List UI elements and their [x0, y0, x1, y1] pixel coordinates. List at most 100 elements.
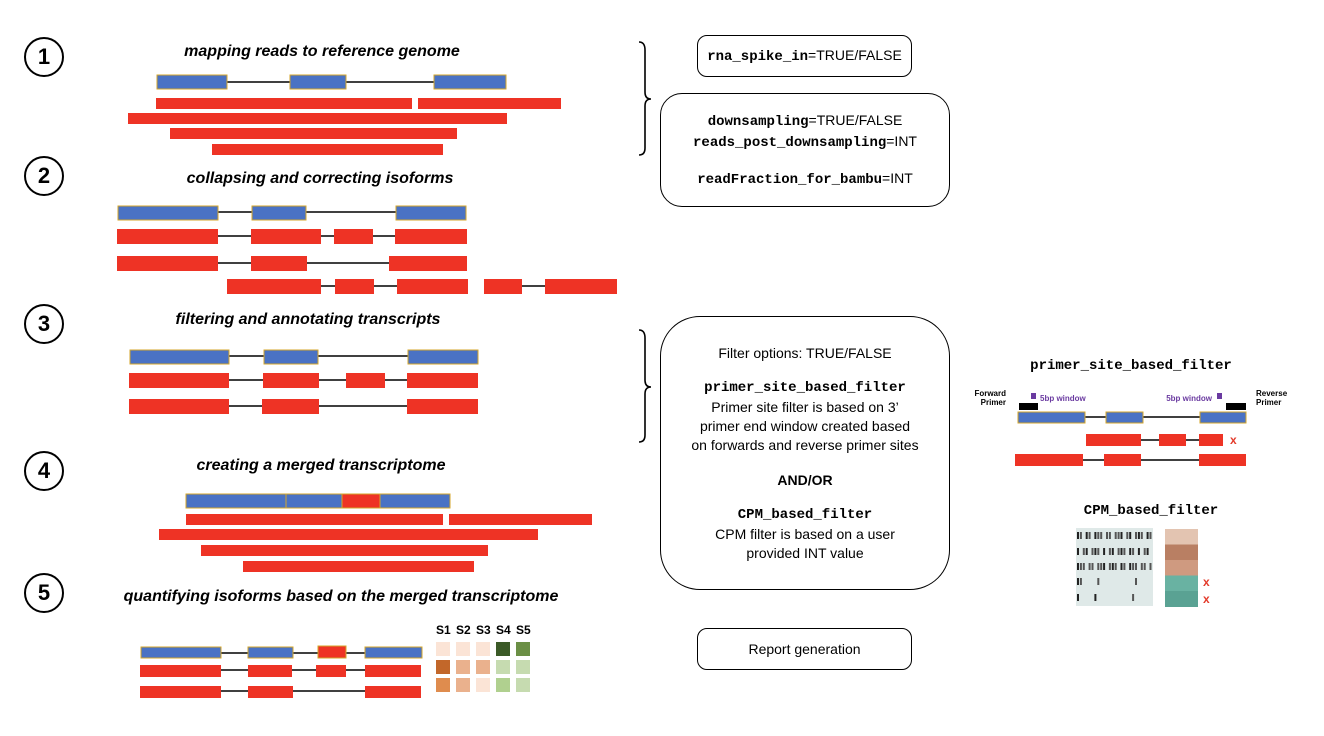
- step-5-title: quantifying isoforms based on the merged…: [123, 588, 559, 605]
- exon-block: [117, 205, 219, 221]
- read-block: [251, 229, 321, 244]
- exon-block: [140, 646, 222, 659]
- read-count-bar: [1114, 563, 1117, 570]
- read-count-bar: [1149, 532, 1152, 539]
- read-count-bar: [1088, 532, 1091, 539]
- window-right-label: 5bp window: [1166, 394, 1212, 403]
- exon-block: [289, 74, 347, 90]
- heat-cell: [516, 642, 530, 656]
- exon-block: [379, 493, 451, 509]
- exon-block: [1105, 411, 1144, 424]
- step-1-title: mapping reads to reference genome: [184, 43, 460, 60]
- read-block: [407, 399, 478, 414]
- param-name: rna_spike_in: [707, 48, 809, 65]
- heat-cell: [496, 678, 510, 692]
- read-count-bar: [1132, 594, 1135, 601]
- read-count-bar: [1079, 563, 1082, 570]
- read-count-bar: [1132, 548, 1135, 555]
- exon-block: [156, 74, 228, 90]
- param-name: readFraction_for_bambu: [697, 171, 883, 188]
- read-count-bar: [1117, 548, 1120, 555]
- read-count-bar: [1120, 563, 1123, 570]
- read-block: [1199, 454, 1246, 466]
- quant-heatmap: [436, 642, 530, 692]
- read-count-bar: [1097, 532, 1100, 539]
- sample-label: S5: [516, 623, 531, 637]
- brace-upper: [638, 41, 652, 156]
- read-block: [263, 373, 319, 388]
- read-count-bar: [1111, 563, 1114, 570]
- read-count-bar: [1100, 532, 1103, 539]
- read-block: [186, 514, 443, 525]
- read-block: [397, 279, 468, 294]
- read-count-bar: [1120, 532, 1123, 539]
- exon-block: [263, 349, 319, 365]
- read-count-bar: [1097, 563, 1100, 570]
- exon-block: [395, 205, 467, 221]
- exon-block: [251, 205, 307, 221]
- read-count-bar: [1140, 563, 1143, 570]
- step-3-number: 3: [24, 304, 64, 344]
- read-count-bar: [1100, 563, 1103, 570]
- read-count-bar: [1077, 578, 1079, 585]
- read-block: [1199, 434, 1223, 446]
- read-count-bar: [1094, 532, 1097, 539]
- brace-lower: [638, 329, 652, 443]
- read-block: [227, 279, 321, 294]
- cpm-desc-line: provided INT value: [746, 544, 864, 561]
- exon-block: [247, 646, 294, 659]
- report-generation-box: Report generation: [697, 628, 912, 670]
- read-block: [317, 645, 347, 659]
- read-count-bar: [1123, 563, 1126, 570]
- read-block: [129, 399, 229, 414]
- read-count-bar: [1082, 563, 1085, 570]
- read-count-bar: [1103, 563, 1106, 570]
- window-left-label: 5bp window: [1040, 394, 1086, 403]
- cpm-heatmap: [1165, 529, 1198, 607]
- step4-graphic: [159, 493, 592, 572]
- read-count-bar: [1079, 578, 1082, 585]
- param-name: downsampling: [707, 113, 809, 130]
- read-count-bar: [1108, 548, 1111, 555]
- step-4-number: 4: [24, 451, 64, 491]
- read-count-bar: [1094, 594, 1097, 601]
- read-block: [201, 545, 488, 556]
- read-count-bar: [1091, 548, 1094, 555]
- cpm-heat-cell: [1165, 591, 1198, 607]
- heat-cell: [436, 660, 450, 674]
- step-1-number: 1: [24, 37, 64, 77]
- exon-block: [129, 349, 230, 365]
- read-count-bar: [1126, 532, 1129, 539]
- exon-block: [433, 74, 507, 90]
- read-count-bar: [1094, 548, 1097, 555]
- heat-cell: [456, 678, 470, 692]
- exon-block: [364, 646, 423, 659]
- heat-cell: [436, 678, 450, 692]
- read-count-bar: [1137, 548, 1140, 555]
- read-count-bar: [1077, 532, 1079, 539]
- read-block: [248, 686, 293, 698]
- spike-in-param-box: rna_spike_in=TRUE/FALSE: [697, 35, 912, 77]
- read-block: [117, 229, 218, 244]
- read-block: [316, 665, 346, 677]
- sample-label: S4: [496, 623, 511, 637]
- read-count-bar: [1097, 578, 1100, 585]
- cpm-filter-name: CPM_based_filter: [737, 506, 873, 523]
- heat-cell: [476, 678, 490, 692]
- primer-desc-line: Primer site filter is based on 3’: [711, 398, 899, 415]
- read-count-bar: [1135, 563, 1137, 570]
- sample-label: S2: [456, 623, 471, 637]
- cpm-desc-line: CPM filter is based on a user: [715, 525, 895, 542]
- step-3-title: filtering and annotating transcripts: [175, 311, 441, 328]
- read-block: [346, 373, 385, 388]
- window-marker: [1217, 393, 1222, 399]
- read-count-bar: [1129, 532, 1132, 539]
- read-count-bar: [1111, 548, 1114, 555]
- read-count-bar: [1146, 532, 1149, 539]
- read-block: [1104, 454, 1141, 466]
- window-marker: [1031, 393, 1036, 399]
- read-count-bar: [1097, 548, 1100, 555]
- primer-panel-title: primer_site_based_filter: [1030, 358, 1232, 374]
- step-2-title: collapsing and correcting isoforms: [186, 170, 454, 187]
